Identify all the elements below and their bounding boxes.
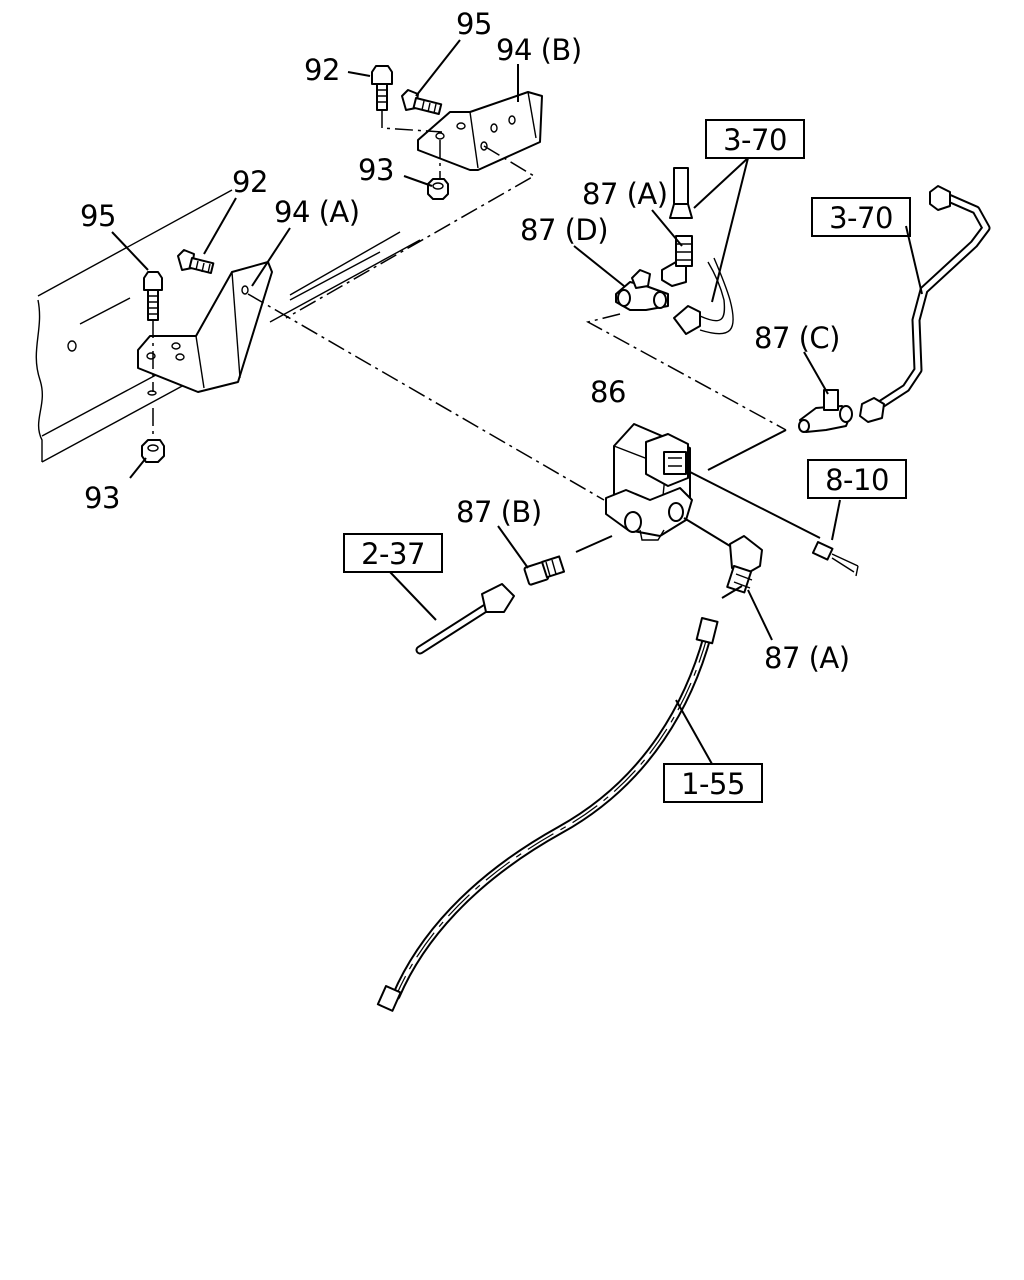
callout-87a-bottom: 87 (A)	[764, 641, 850, 675]
ref-box-8-10: 8-10	[807, 459, 907, 499]
fitting-87a-bottom	[726, 535, 763, 594]
fitting-87a-top	[661, 235, 693, 287]
hose-1-55	[376, 617, 719, 1012]
callout-87c: 87 (C)	[754, 321, 840, 355]
ref-box-3-70-top: 3-70	[705, 119, 805, 159]
nut-93-top	[427, 178, 449, 200]
ref-3-70-right-label: 3-70	[829, 201, 893, 235]
ref-2-37-label: 2-37	[361, 537, 425, 571]
callout-93-top: 93	[358, 153, 394, 187]
frame-rail	[35, 189, 421, 463]
callout-92-left: 92	[232, 165, 268, 199]
fitting-87d	[615, 269, 669, 311]
ref-8-10-label: 8-10	[825, 463, 889, 497]
callout-95-top: 95	[456, 7, 492, 41]
ref-box-3-70-right: 3-70	[811, 197, 911, 237]
callout-87b: 87 (B)	[456, 495, 542, 529]
pipe-3-70-right	[859, 185, 991, 423]
fitting-87b	[523, 555, 566, 586]
leader-lines	[111, 39, 923, 765]
callout-95-left: 95	[80, 199, 116, 233]
pipe-curve-top	[673, 257, 734, 335]
ref-3-70-top-label: 3-70	[723, 123, 787, 157]
nut-93-bottom	[141, 439, 165, 463]
fitting-87c	[798, 389, 853, 433]
bracket-94a	[137, 261, 273, 393]
connector-8-10	[811, 541, 859, 577]
bolt-92-top	[371, 65, 393, 111]
bracket-94b	[417, 91, 543, 171]
bolt-92-left	[177, 249, 215, 275]
callout-87d: 87 (D)	[520, 213, 608, 247]
pipe-end-top	[669, 167, 693, 219]
hose-2-37	[415, 583, 515, 655]
callout-93-bottom: 93	[84, 481, 120, 515]
callout-94a: 94 (A)	[274, 195, 360, 229]
bolt-95-top	[401, 89, 443, 115]
callout-87a-top: 87 (A)	[582, 177, 668, 211]
bolt-95-left	[143, 271, 163, 321]
callout-92-top: 92	[304, 53, 340, 87]
ref-1-55-label: 1-55	[681, 767, 745, 801]
callout-86: 86	[590, 375, 626, 409]
ref-box-2-37: 2-37	[343, 533, 443, 573]
ref-box-1-55: 1-55	[663, 763, 763, 803]
valve-86	[605, 423, 693, 541]
callout-94b: 94 (B)	[496, 33, 582, 67]
